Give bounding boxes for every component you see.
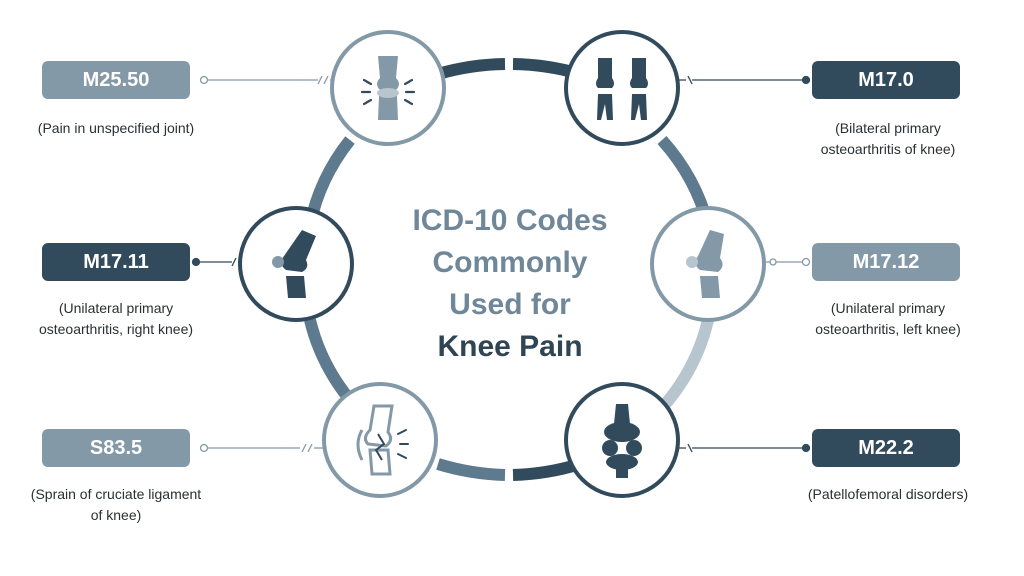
title-line-2: Commonly xyxy=(432,246,588,279)
title-line-1: ICD-10 Codes xyxy=(412,204,608,237)
code-badge-m22-2: M22.2 xyxy=(812,429,960,467)
connector-m17-0 xyxy=(676,75,811,85)
code-badge-m25-50: M25.50 xyxy=(42,61,190,99)
description-m17-11: (Unilateral primary osteoarthritis, righ… xyxy=(38,300,194,337)
description-m22-2: (Patellofemoral disorders) xyxy=(807,486,969,502)
ring-segment-bottom-left xyxy=(436,458,506,481)
ring-segment-top-left xyxy=(436,58,506,80)
code-badge-m17-12: M17.12 xyxy=(812,243,960,281)
left-knee-icon xyxy=(650,206,766,322)
description-m25-50: (Pain in unspecified joint) xyxy=(37,120,195,136)
code-badge-m17-11: M17.11 xyxy=(42,243,190,281)
ligament-sprain-icon xyxy=(322,382,438,498)
description-s83-5: (Sprain of cruciate ligament of knee) xyxy=(30,486,202,523)
description-m17-0: (Bilateral primary osteoarthritis of kne… xyxy=(820,120,956,157)
connector-m22-2 xyxy=(676,443,811,453)
title-line-4: Knee Pain xyxy=(437,330,583,363)
patellofemoral-icon xyxy=(564,382,680,498)
bilateral-knees-icon xyxy=(564,30,680,146)
code-badge-s83-5: S83.5 xyxy=(42,429,190,467)
connector-m17-12 xyxy=(766,257,811,267)
ring-segment-right-lower xyxy=(657,318,714,412)
ring-segment-bottom-right xyxy=(512,458,582,481)
description-m17-12: (Unilateral primary osteoarthritis, left… xyxy=(815,300,961,337)
title-line-3: Used for xyxy=(449,288,571,321)
right-knee-icon xyxy=(238,206,354,322)
code-badge-m17-0: M17.0 xyxy=(812,61,960,99)
connector-s83-5 xyxy=(199,443,328,453)
knee-pain-icon xyxy=(330,30,446,146)
diagram-title: ICD-10 Codes Commonly Used for Knee Pain xyxy=(360,200,660,368)
ring-segment-left-lower xyxy=(304,318,355,404)
connector-m25-50 xyxy=(199,75,338,85)
